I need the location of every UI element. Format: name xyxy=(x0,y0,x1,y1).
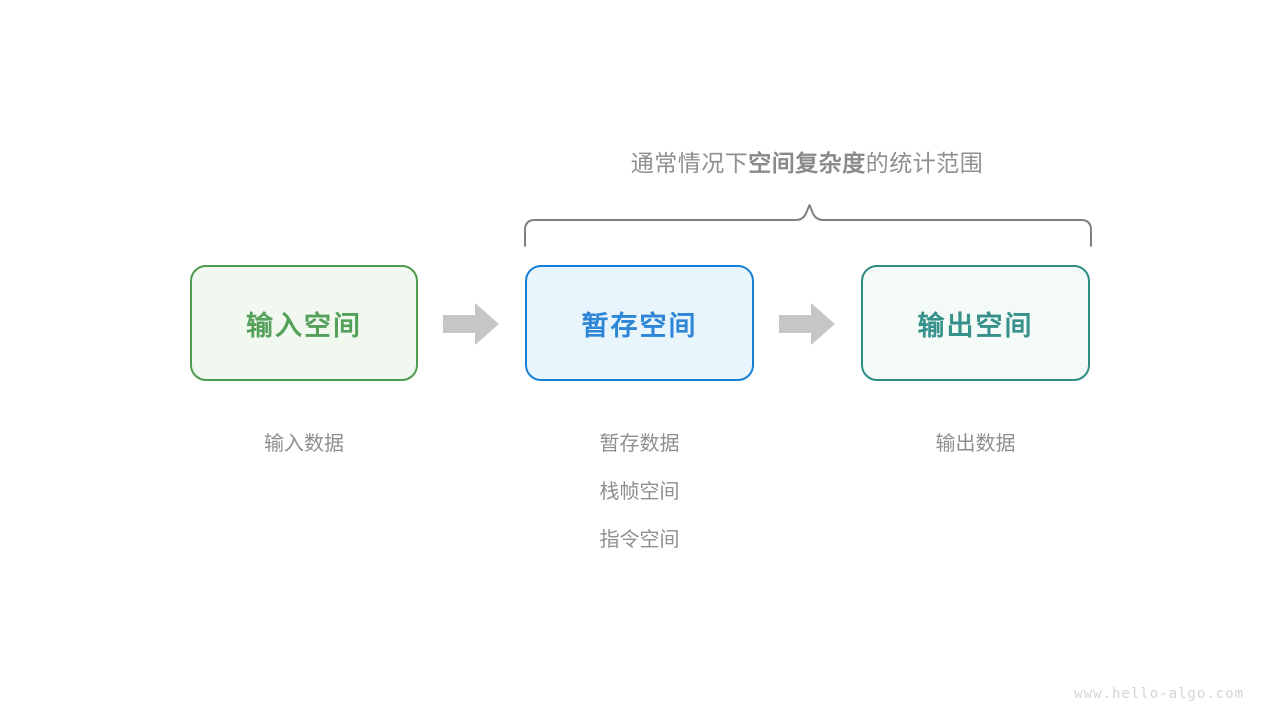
box-input-space[interactable]: 输入空间 xyxy=(190,265,418,381)
caption-item: 输出数据 xyxy=(935,433,1016,455)
captions-output-space: 输出数据 xyxy=(861,420,1090,468)
box-input-space-label: 输入空间 xyxy=(246,310,362,341)
caption-item: 暂存数据 xyxy=(599,433,680,455)
arrow-temp-to-output xyxy=(777,301,837,347)
scope-caption-suffix: 的统计范围 xyxy=(865,150,984,176)
captions-input-space: 输入数据 xyxy=(190,420,418,468)
box-temp-space-label: 暂存空间 xyxy=(581,310,698,341)
box-temp-space[interactable]: 暂存空间 xyxy=(525,265,754,381)
arrow-input-to-temp xyxy=(441,301,501,347)
caption-item: 指令空间 xyxy=(599,529,680,551)
box-output-space[interactable]: 输出空间 xyxy=(861,265,1090,381)
block-arrow-right-icon xyxy=(443,303,499,345)
box-output-space-label: 输出空间 xyxy=(917,310,1034,341)
curly-brace-horizontal-icon xyxy=(524,204,1092,247)
caption-item: 输入数据 xyxy=(264,433,344,455)
caption-item: 栈帧空间 xyxy=(599,481,680,503)
scope-caption-emphasis: 空间复杂度 xyxy=(748,150,866,176)
space-box-row: 输入空间 暂存空间 输出空间 xyxy=(0,265,1280,381)
scope-caption-text: 通常情况下空间复杂度的统计范围 xyxy=(631,146,984,180)
scope-caption-prefix: 通常情况下 xyxy=(630,150,749,176)
box-captions: 输入数据 暂存数据 栈帧空间 指令空间 输出数据 xyxy=(0,420,1280,580)
block-arrow-right-icon xyxy=(779,303,835,345)
captions-temp-space: 暂存数据 栈帧空间 指令空间 xyxy=(525,420,754,564)
scope-brace xyxy=(518,196,1098,252)
site-watermark: www.hello-algo.com xyxy=(1074,686,1244,702)
